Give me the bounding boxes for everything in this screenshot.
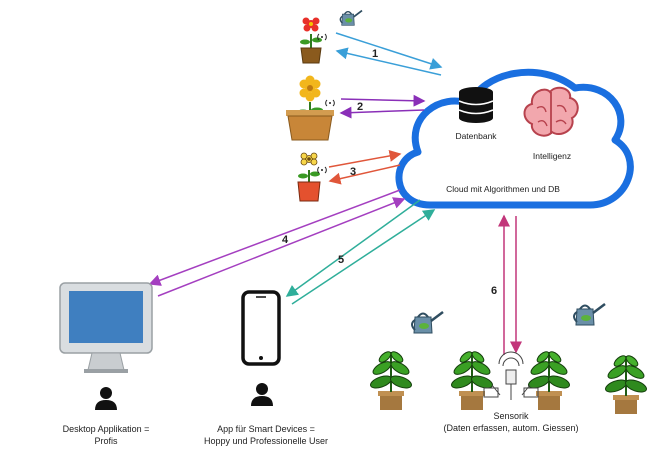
arrow-4-out xyxy=(148,189,401,286)
arrow-1-label: 1 xyxy=(372,48,378,60)
brain-label: Intelligenz xyxy=(533,151,571,161)
desktop-caption: Desktop Applikation = Profis xyxy=(36,423,176,447)
arrow-2-out xyxy=(340,94,426,107)
arrow-4-in xyxy=(157,197,406,297)
sensor-caption: Sensorik (Daten erfassen, autom. Giessen… xyxy=(436,410,586,434)
watering-can-icon xyxy=(572,302,607,327)
database-label: Datenbank xyxy=(455,131,497,141)
plant-icon xyxy=(602,352,650,415)
user-icon xyxy=(251,383,273,406)
sensor-caption-line1: Sensorik xyxy=(493,411,529,421)
plant-icon xyxy=(367,348,415,411)
cloud-caption: Cloud mit Algorithmen und DB xyxy=(446,184,560,194)
arrow-4-label: 4 xyxy=(282,234,289,246)
flower-pot-icon xyxy=(286,75,335,141)
plant-icon xyxy=(448,348,496,411)
arrow-1-in xyxy=(335,47,442,76)
desktop-caption-line1: Desktop Applikation = xyxy=(62,424,150,434)
arrow-5-label: 5 xyxy=(338,254,344,266)
mobile-caption-line2: Hoppy und Professionelle User xyxy=(203,436,329,446)
arrow-3-in xyxy=(328,164,401,185)
smartphone-icon xyxy=(241,290,281,366)
watering-can-icon xyxy=(410,310,445,335)
mobile-caption-line1: App für Smart Devices = xyxy=(217,424,315,434)
desktop-caption-line2: Profis xyxy=(94,436,118,446)
arrow-2-label: 2 xyxy=(357,101,363,113)
plant-icon xyxy=(525,348,573,411)
sensor-icon xyxy=(483,351,539,400)
flower-pot-icon xyxy=(297,152,327,202)
arrow-3-out xyxy=(328,149,402,168)
flower-pot-icon xyxy=(300,17,327,64)
arrow-2-in xyxy=(339,106,425,119)
monitor-icon xyxy=(59,282,153,373)
arrow-6-label: 6 xyxy=(491,285,497,297)
arrow-3-label: 3 xyxy=(350,166,356,178)
database-icon xyxy=(458,87,494,123)
arrow-5-out xyxy=(285,199,421,297)
sensor-caption-line2: (Daten erfassen, autom. Giessen) xyxy=(443,423,579,433)
watering-can-icon xyxy=(339,9,363,27)
arrow-5-in xyxy=(291,209,436,305)
arrow-1-out xyxy=(335,32,443,70)
user-icon xyxy=(95,387,117,410)
brain-icon xyxy=(523,86,579,137)
mobile-caption: App für Smart Devices = Hoppy und Profes… xyxy=(186,423,346,447)
